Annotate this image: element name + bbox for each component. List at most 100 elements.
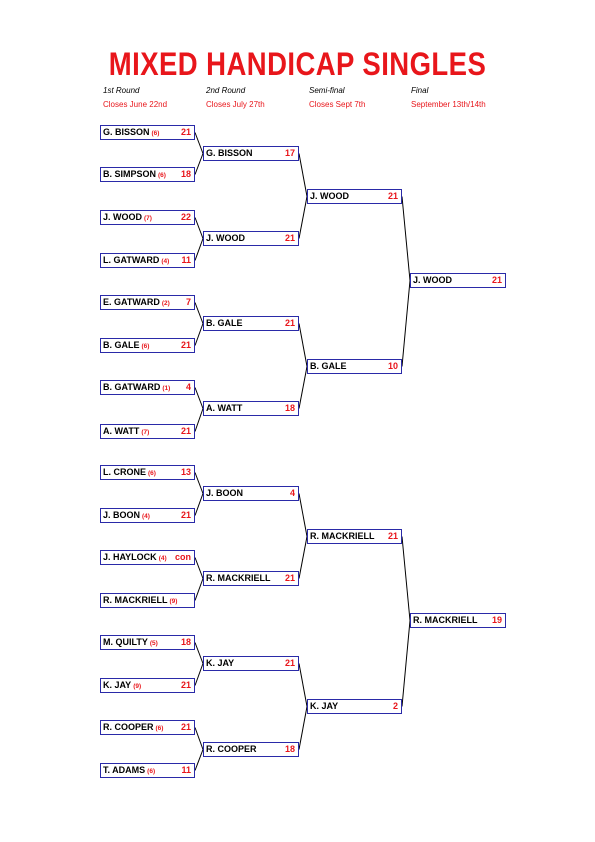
score: 21	[284, 233, 295, 243]
connector-line	[298, 366, 308, 409]
connector-line	[298, 536, 308, 579]
player-name: M. QUILTY	[103, 637, 148, 647]
handicap: (4)	[161, 258, 170, 265]
r1-entry-5: E. GATWARD(2)7	[100, 295, 195, 310]
connector-line	[194, 217, 204, 239]
connector-line	[194, 557, 204, 579]
score: 21	[284, 658, 295, 668]
r1-entry-6: B. GALE(6)21	[100, 338, 195, 353]
player-name: J. WOOD	[206, 233, 246, 243]
player-name: R. COOPER	[206, 744, 257, 754]
player-name: J. WOOD	[413, 275, 453, 285]
player-name: R. MACKRIELL	[103, 595, 168, 605]
score: 21	[387, 191, 398, 201]
connector-line	[401, 536, 411, 621]
r1-entry-9: L. CRONE(6)13	[100, 465, 195, 480]
round-closes-4: September 13th/14th	[411, 100, 486, 109]
player-name: L. GATWARD	[103, 255, 160, 265]
round-label-1: 1st Round	[103, 86, 140, 95]
connector-line	[298, 153, 308, 197]
player-name: K. JAY	[206, 658, 235, 668]
r1-entry-12: R. MACKRIELL(9)	[100, 593, 195, 608]
player-name: A. WATT	[206, 403, 243, 413]
connector-line	[298, 323, 308, 367]
player-name: J. BOON	[103, 510, 141, 520]
score: 21	[180, 510, 191, 520]
connector-line	[194, 323, 204, 346]
r2-entry-6: R. MACKRIELL 21	[203, 571, 299, 586]
score: 21	[284, 573, 295, 583]
connector-line	[298, 706, 308, 750]
score: 21	[180, 680, 191, 690]
connector-line	[194, 302, 204, 324]
round-label-2: 2nd Round	[206, 86, 246, 95]
connector-line	[194, 408, 204, 432]
r1-entry-11: J. HAYLOCK(4) con	[100, 550, 195, 565]
r2-entry-4: A. WATT 18	[203, 401, 299, 416]
r1-entry-15: R. COOPER(6) 21	[100, 720, 195, 735]
score: 18	[180, 169, 191, 179]
connector-line	[194, 727, 204, 750]
score: 18	[284, 403, 295, 413]
connector-line	[194, 749, 204, 771]
player-name: B. GATWARD	[103, 382, 161, 392]
page-title: MIXED HANDICAP SINGLES	[108, 46, 487, 82]
score: 10	[387, 361, 398, 371]
player-name: K. JAY	[310, 701, 339, 711]
handicap: (6)	[151, 130, 160, 137]
r2-entry-3: B. GALE 21	[203, 316, 299, 331]
player-name: B. GALE	[310, 361, 347, 371]
score: 19	[491, 615, 502, 625]
r2-entry-7: K. JAY 21	[203, 656, 299, 671]
r1-entry-8: A. WATT(7)21	[100, 424, 195, 439]
connector-line	[401, 280, 411, 367]
player-name: G. BISSON	[206, 148, 253, 158]
player-name: B. SIMPSON	[103, 169, 157, 179]
score: 21	[284, 318, 295, 328]
player-name: T. ADAMS	[103, 765, 146, 775]
round-closes-3: Closes Sept 7th	[309, 100, 366, 109]
connector-line	[194, 642, 204, 664]
player-name: B. GALE	[206, 318, 243, 328]
connector-line	[194, 153, 204, 175]
score: 18	[180, 637, 191, 647]
handicap: (6)	[158, 172, 166, 179]
score: 22	[180, 212, 191, 222]
r1-entry-14: K. JAY(9)21	[100, 678, 195, 693]
sf-entry-3: R. MACKRIELL 21	[307, 529, 402, 544]
score: 21	[180, 722, 191, 732]
connector-line	[298, 663, 308, 707]
score: 7	[185, 297, 191, 307]
r1-entry-4: L. GATWARD(4)11	[100, 253, 195, 268]
sf-entry-2: B. GALE 10	[307, 359, 402, 374]
handicap: (6)	[155, 725, 164, 732]
player-name: K. JAY	[103, 680, 132, 690]
score: con	[174, 552, 191, 562]
round-label-3: Semi-final	[309, 86, 345, 95]
r1-entry-2: B. SIMPSON(6) 18	[100, 167, 195, 182]
player-name: R. MACKRIELL	[206, 573, 271, 583]
connector-line	[194, 663, 204, 686]
player-name: R. MACKRIELL	[310, 531, 375, 541]
connector-line	[194, 472, 204, 494]
player-name: R. COOPER	[103, 722, 154, 732]
handicap: (4)	[158, 555, 167, 562]
score: 4	[289, 488, 295, 498]
player-name: J. HAYLOCK	[103, 552, 157, 562]
score: 4	[185, 382, 191, 392]
score: 21	[387, 531, 398, 541]
player-name: R. MACKRIELL	[413, 615, 478, 625]
player-name: A. WATT	[103, 426, 140, 436]
r2-entry-2: J. WOOD 21	[203, 231, 299, 246]
r1-entry-1: G. BISSON(6)21	[100, 125, 195, 140]
round-closes-1: Closes June 22nd	[103, 100, 168, 109]
score: 11	[181, 765, 191, 775]
connector-line	[194, 238, 204, 261]
score: 13	[180, 467, 191, 477]
player-name: L. CRONE	[103, 467, 147, 477]
